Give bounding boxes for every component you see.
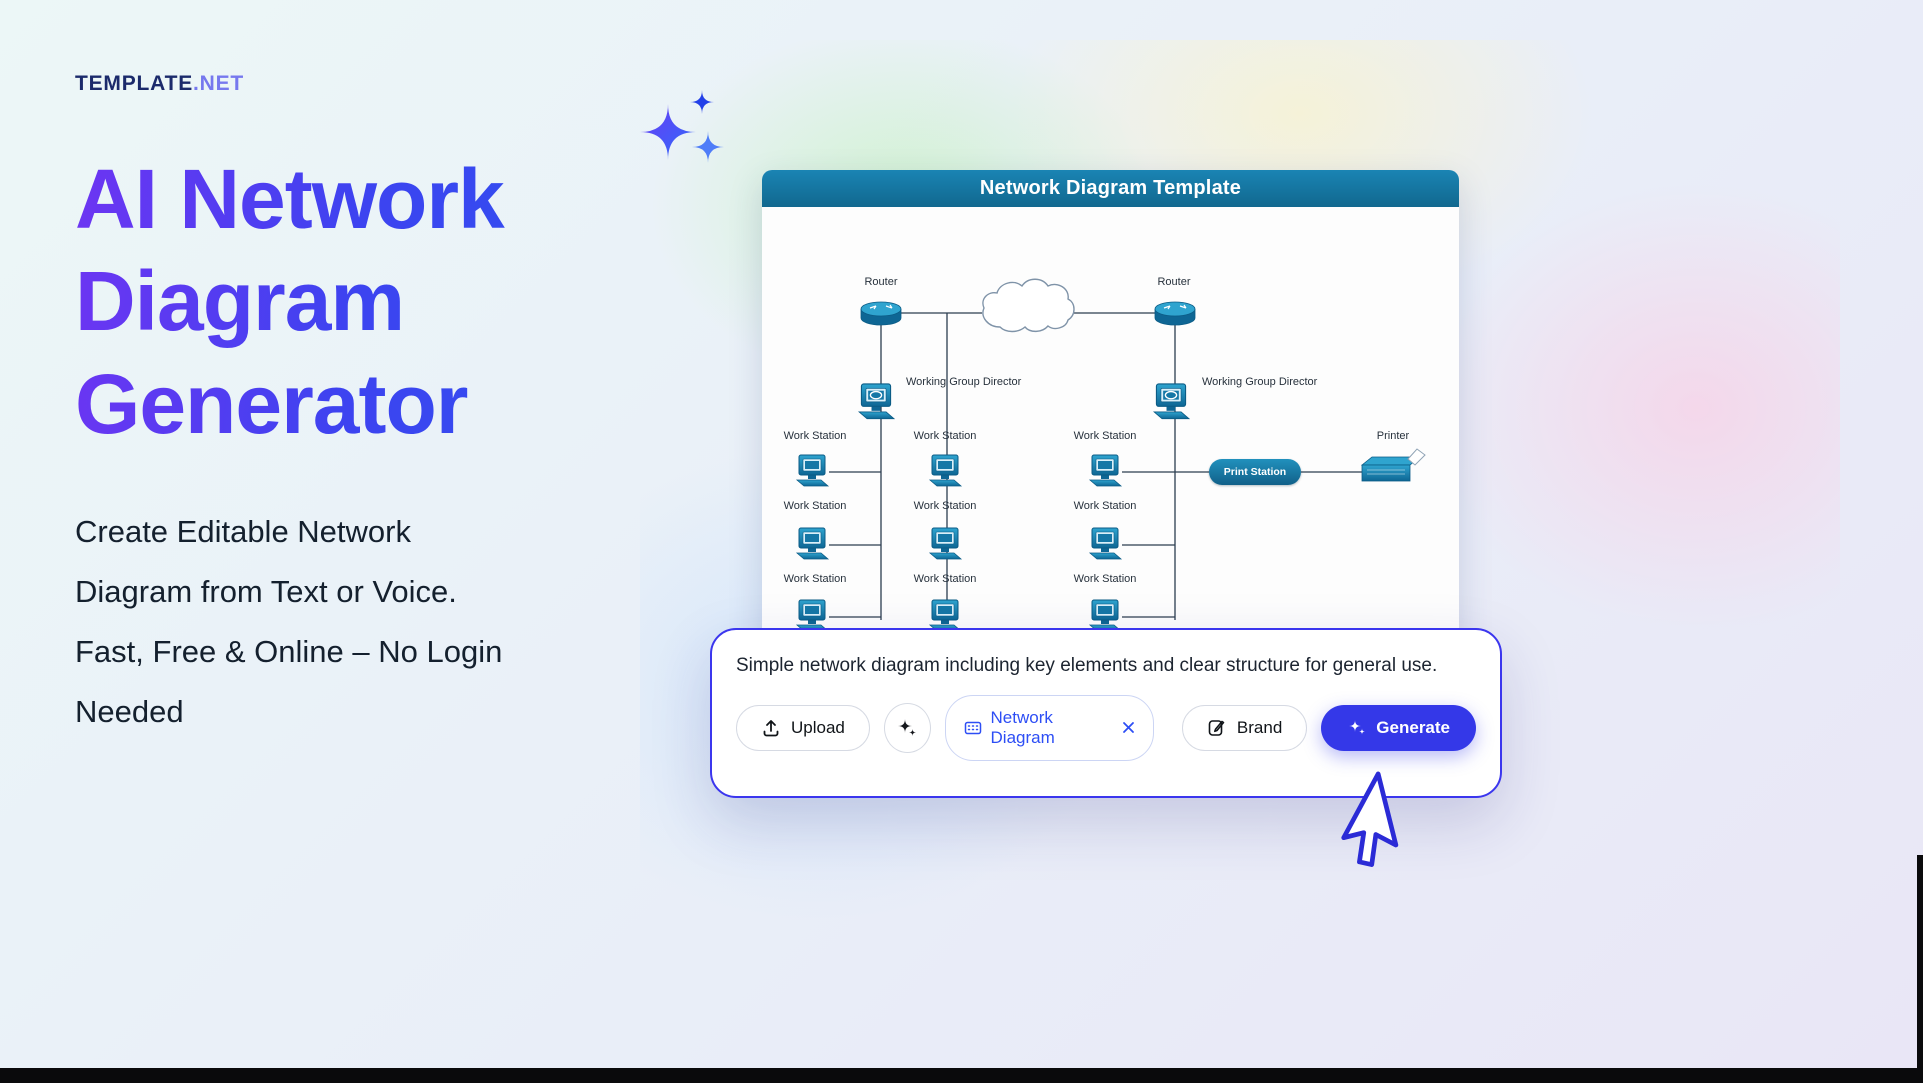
page-title: AI Network Diagram Generator	[75, 148, 695, 455]
upload-button[interactable]: Upload	[736, 704, 870, 751]
preview-card-title: Network Diagram Template	[979, 177, 1242, 199]
router-label: Router	[1157, 276, 1191, 288]
title-line: Diagram	[75, 254, 405, 349]
sparkle-icon	[896, 717, 918, 739]
router-icon	[860, 301, 902, 326]
workstation-icon	[796, 599, 829, 632]
logo-bold: TEMPLATE	[75, 72, 194, 95]
workstation-icon	[1089, 599, 1122, 632]
diagram-type-icon	[964, 719, 982, 737]
workstation-icon	[929, 454, 962, 487]
printer-label: Printer	[1376, 430, 1410, 442]
generate-button-label: Generate	[1376, 717, 1450, 737]
cursor-pointer	[1304, 765, 1421, 892]
upload-button-label: Upload	[791, 717, 845, 737]
network-diagram: Router Router Working Group Director Wor…	[762, 207, 1459, 740]
workstation-icon	[1089, 454, 1122, 487]
generate-sparkle-icon	[1347, 718, 1367, 738]
work-station-label: Work Station	[913, 500, 977, 512]
router-label: Router	[864, 276, 898, 288]
brand-button[interactable]: Brand	[1181, 704, 1308, 751]
sparkle-icon	[640, 90, 724, 163]
print-station-badge: Print Station	[1209, 459, 1301, 485]
subtitle-line: Fast, Free & Online – No Login	[75, 634, 503, 669]
cloud-icon	[982, 278, 1075, 333]
workstation-icon	[1089, 527, 1122, 560]
work-station-label: Work Station	[783, 573, 847, 585]
work-station-label: Work Station	[1073, 430, 1137, 442]
subtitle-line: Diagram from Text or Voice.	[75, 574, 457, 609]
workstation-icon	[796, 527, 829, 560]
brand-icon	[1207, 718, 1227, 738]
logo-suffix: .NET	[193, 72, 245, 95]
hero-subtitle: Create Editable Network Diagram from Tex…	[75, 502, 502, 742]
prompt-input[interactable]: Simple network diagram including key ele…	[736, 655, 1438, 676]
logo[interactable]: TEMPLATE.NET	[75, 72, 244, 96]
workstation-icon	[796, 454, 829, 487]
close-icon[interactable]	[1122, 721, 1135, 734]
bottom-edge-bar	[0, 1068, 1923, 1083]
workstation-icon	[929, 599, 962, 632]
sparkles-decoration	[638, 88, 730, 177]
diagram-type-label: Network Diagram	[990, 707, 1055, 747]
work-station-label: Work Station	[783, 430, 847, 442]
prompt-controls: Upload Network Diagram	[736, 694, 1476, 761]
preview-card-header: Network Diagram Template	[762, 170, 1459, 207]
title-line: Generator	[75, 356, 468, 451]
workstation-icon	[929, 527, 962, 560]
right-edge-bar	[1917, 855, 1923, 1083]
printer-icon	[1361, 448, 1426, 482]
subtitle-line: Needed	[75, 694, 184, 729]
subtitle-line: Create Editable Network	[75, 514, 411, 549]
brand-button-label: Brand	[1236, 717, 1283, 737]
work-station-label: Work Station	[913, 430, 977, 442]
print-station-label: Print Station	[1223, 466, 1287, 478]
working-group-director-icon	[1153, 383, 1190, 420]
network-diagram-canvas	[796, 278, 1426, 632]
upload-icon	[761, 718, 781, 738]
title-line: AI Network	[75, 152, 504, 246]
work-station-label: Work Station	[913, 573, 977, 585]
diagram-type-chip[interactable]: Network Diagram	[944, 694, 1154, 761]
work-station-label: Work Station	[1073, 573, 1137, 585]
work-station-label: Work Station	[1073, 500, 1137, 512]
work-station-label: Work Station	[783, 500, 847, 512]
ai-sparkle-button[interactable]	[883, 702, 931, 753]
working-group-director-label: Working Group Director	[1202, 376, 1318, 388]
prompt-card: Simple network diagram including key ele…	[710, 628, 1502, 798]
generate-button[interactable]: Generate	[1321, 704, 1476, 751]
router-icon	[1154, 301, 1196, 326]
working-group-director-label: Working Group Director	[906, 376, 1022, 388]
working-group-director-icon	[858, 383, 895, 420]
